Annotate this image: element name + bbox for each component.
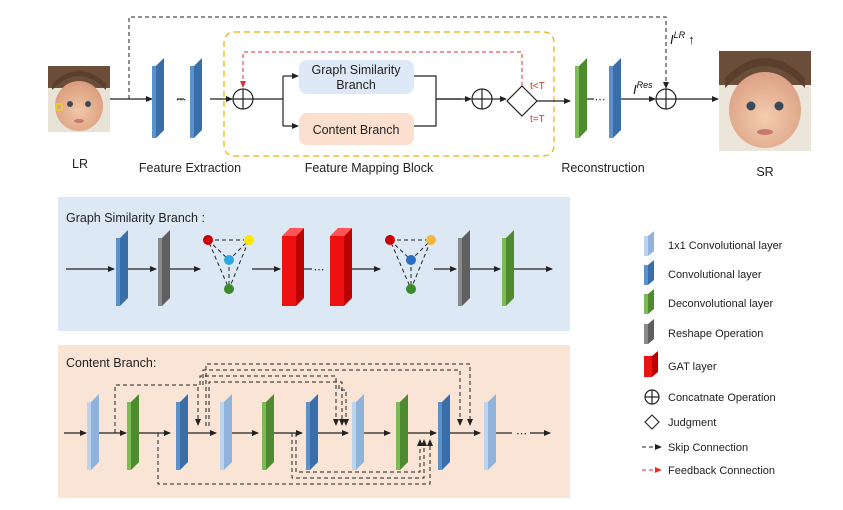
gp-reshape-block-1 [158, 230, 170, 306]
graph-similarity-label-1: Graph Similarity [312, 63, 402, 77]
concat-circle-2 [471, 88, 493, 110]
fe-ellipsis: ⋯ [176, 94, 187, 106]
feature-extraction-label: Feature Extraction [139, 161, 241, 175]
sr-image [719, 51, 811, 151]
blue-block-icon [644, 260, 654, 285]
graph-similarity-label-2: Branch [336, 78, 376, 92]
gray-block-icon [644, 319, 654, 344]
legend-item-deconv: Deconvolutional layer [644, 289, 774, 314]
legend-label: Skip Connection [668, 442, 748, 454]
cb-1x1-block-4 [484, 394, 496, 470]
cb-1x1-block-1 [87, 394, 99, 470]
legend-item-feedback: Feedback Connection [642, 465, 775, 477]
light-blue-block-icon [644, 231, 654, 256]
i-lr-label: ILR↑ [670, 30, 695, 47]
svg-text:⋯: ⋯ [516, 428, 527, 440]
gp-graph-1 [203, 235, 254, 294]
gp-ellipsis: ⋯ [314, 264, 325, 276]
cb-conv-block-2 [306, 394, 318, 470]
cb-1x1-block-3 [352, 394, 364, 470]
i-res-label: IRes [633, 80, 653, 97]
cb-1x1-block-2 [220, 394, 232, 470]
branch-split-lines [253, 76, 284, 126]
gp-conv-block [116, 230, 128, 306]
cond-eq-label: t=T [530, 114, 545, 125]
global-skip-connection [128, 16, 669, 99]
legend-item-judgment: Judgment [644, 414, 716, 430]
cb-conv-block-1 [176, 394, 188, 470]
red-block-icon [644, 351, 658, 377]
content-branch-flow: ⋯ [64, 363, 551, 485]
green-block-icon [644, 289, 654, 314]
fe-conv-block-1 [152, 58, 164, 138]
cb-deconv-block-2 [262, 394, 274, 470]
legend-item-conv: Convolutional layer [644, 260, 762, 285]
content-panel-title: Content Branch: [66, 356, 156, 370]
gp-graph-2 [385, 235, 436, 294]
graph-branch-panel [58, 197, 570, 331]
branch-merge-lines [414, 75, 462, 127]
legend-label: Reshape Operation [668, 328, 763, 340]
legend-item-gat: GAT layer [644, 351, 717, 377]
gp-reshape-block-2 [458, 230, 470, 306]
concat-circle-1 [232, 88, 254, 110]
feedback-connection [240, 51, 523, 88]
concat-circle-3 [655, 88, 677, 110]
gp-gat-block-1 [282, 228, 304, 306]
legend-item-1x1-conv: 1x1 Convolutional layer [644, 231, 783, 256]
legend-label: Deconvolutional layer [668, 298, 774, 310]
rec-deconv-block [575, 58, 587, 138]
cb-conv-block-3 [438, 394, 450, 470]
legend-label: Convolutional layer [668, 269, 762, 281]
lr-image [48, 66, 110, 132]
graph-similarity-branch-box [299, 60, 414, 94]
diamond-icon [644, 414, 660, 430]
graph-panel-title: Graph Similarity Branch : [66, 211, 205, 225]
reconstruction-label: Reconstruction [561, 161, 644, 175]
legend-item-concat: Concatnate Operation [644, 389, 776, 405]
legend-label: GAT layer [668, 361, 717, 373]
content-branch-box [299, 113, 414, 145]
legend: 1x1 Convolutional layer Convolutional la… [642, 231, 783, 477]
legend-item-reshape: Reshape Operation [644, 319, 763, 344]
legend-label: Concatnate Operation [668, 392, 776, 404]
judgment-diamond [506, 85, 538, 117]
feature-mapping-block-border [223, 31, 555, 157]
gp-deconv-block [502, 230, 514, 306]
legend-label: Feedback Connection [668, 465, 775, 477]
legend-label: Judgment [668, 417, 716, 429]
content-branch-label: Content Branch [313, 123, 400, 137]
gp-gat-block-2 [330, 228, 352, 306]
cond-lt-label: t<T [530, 81, 545, 92]
circle-plus-icon [644, 389, 660, 405]
lr-label: LR [72, 157, 88, 171]
fe-conv-block-2 [190, 58, 202, 138]
legend-item-skip: Skip Connection [642, 442, 748, 454]
rec-conv-block [609, 58, 621, 138]
legend-label: 1x1 Convolutional layer [668, 240, 783, 252]
feature-mapping-block-label: Feature Mapping Block [305, 161, 434, 175]
cb-deconv-block-3 [396, 394, 408, 470]
rec-ellipsis: ⋯ [595, 94, 606, 106]
cb-deconv-block-1 [127, 394, 139, 470]
sr-label: SR [756, 165, 773, 179]
